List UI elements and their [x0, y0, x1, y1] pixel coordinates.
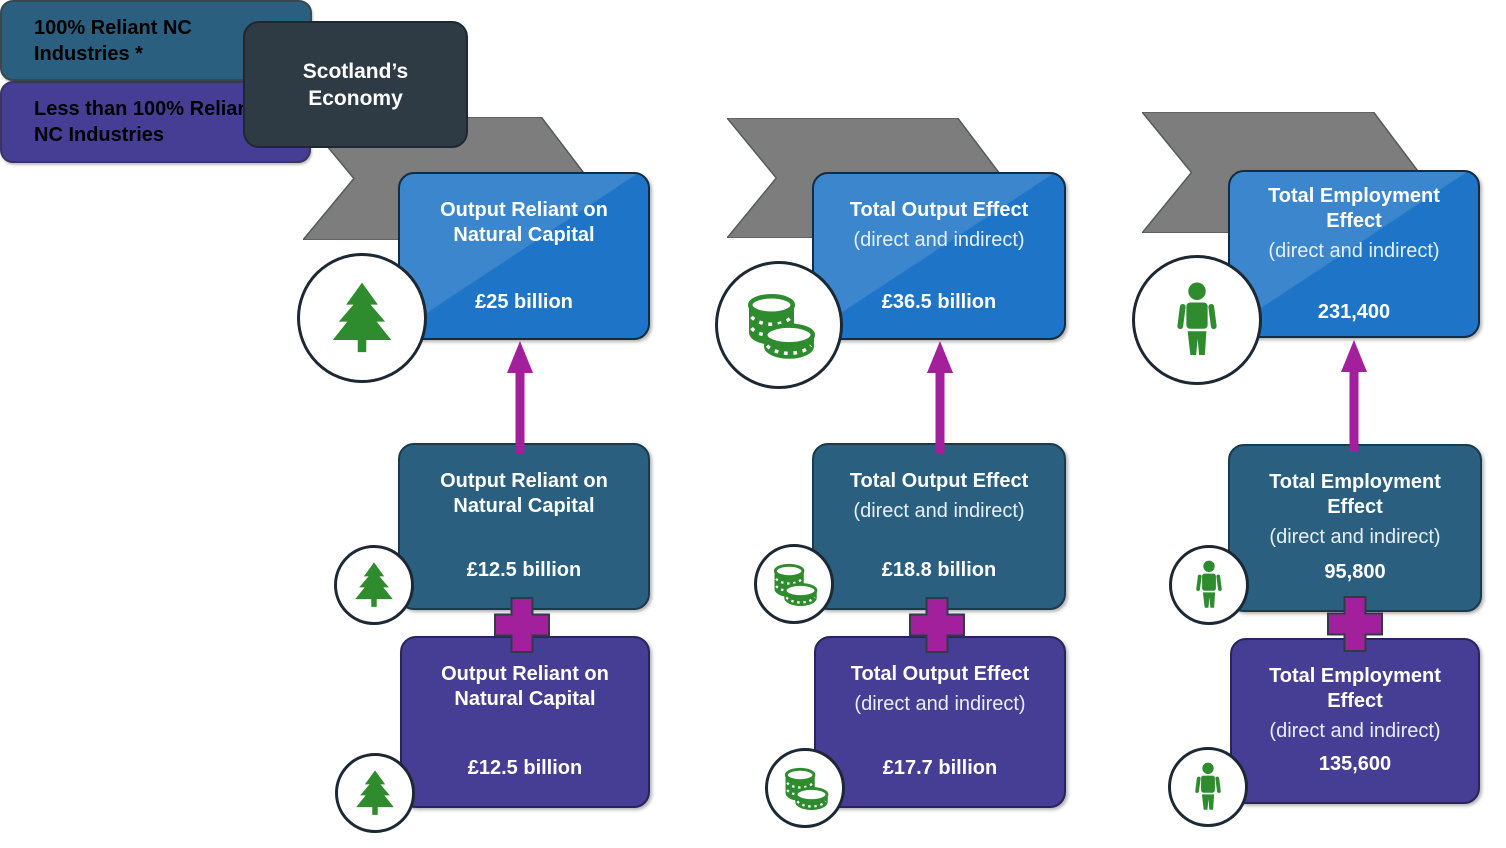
- tree-icon-circle-top: [297, 253, 427, 383]
- card-value: £25 billion: [475, 291, 573, 313]
- card-value: £12.5 billion: [467, 757, 583, 779]
- coins-icon: [779, 762, 831, 814]
- scotlands-economy-box: Scotland’s Economy: [243, 21, 468, 148]
- person-icon-circle-bottom: [1168, 747, 1248, 827]
- card-title: Output Reliant on Natural Capital: [441, 663, 609, 710]
- card-total-output-effect: Total Output Effect (direct and indirect…: [812, 172, 1066, 340]
- person-icon: [1183, 559, 1235, 611]
- card-100-reliant-output: Output Reliant on Natural Capital £12.5 …: [398, 443, 650, 610]
- up-arrow-output-effect: [927, 341, 953, 453]
- card-100-reliant-employment: Total Employment Effect (direct and indi…: [1228, 444, 1482, 612]
- card-100-reliant-output-effect: Total Output Effect (direct and indirect…: [812, 443, 1066, 610]
- card-value: £36.5 billion: [881, 291, 997, 313]
- card-subtitle: (direct and indirect): [853, 500, 1025, 522]
- legend-100-reliant-label: 100% Reliant NC Industries *: [34, 16, 192, 65]
- tree-icon: [323, 279, 401, 357]
- coins-icon: [739, 285, 819, 365]
- scotlands-economy-label: Scotland’s Economy: [302, 59, 409, 110]
- card-subtitle: (direct and indirect): [1268, 240, 1440, 262]
- card-value: 231,400: [1317, 301, 1391, 323]
- card-partial-reliant-employment: Total Employment Effect (direct and indi…: [1230, 638, 1480, 804]
- person-icon: [1182, 761, 1234, 813]
- tree-icon-circle-bottom: [335, 753, 415, 833]
- coins-icon-circle-top: [715, 261, 843, 389]
- card-subtitle: (direct and indirect): [1269, 526, 1441, 548]
- plus-sign-employment: [1327, 596, 1383, 652]
- card-partial-reliant-output-effect: Total Output Effect (direct and indirect…: [814, 636, 1066, 808]
- card-title: Output Reliant on Natural Capital: [440, 470, 608, 517]
- card-total-output-reliant: Output Reliant on Natural Capital £25 bi…: [398, 172, 650, 340]
- card-title: Total Output Effect: [849, 199, 1029, 221]
- card-title: Total Employment Effect: [1269, 665, 1441, 712]
- card-total-employment-effect: Total Employment Effect (direct and indi…: [1228, 170, 1480, 338]
- card-subtitle: (direct and indirect): [853, 229, 1025, 251]
- card-subtitle: (direct and indirect): [854, 693, 1026, 715]
- tree-icon: [349, 560, 399, 610]
- tree-icon-circle-middle: [334, 545, 414, 625]
- person-icon: [1157, 280, 1237, 360]
- card-value: £18.8 billion: [881, 559, 997, 581]
- up-arrow-output: [507, 341, 533, 453]
- card-value: 135,600: [1318, 753, 1392, 775]
- plus-sign-output-effect: [909, 597, 965, 653]
- person-icon-circle-middle: [1169, 545, 1249, 625]
- card-value: £17.7 billion: [882, 757, 998, 779]
- plus-sign-output: [494, 597, 550, 653]
- card-subtitle: (direct and indirect): [1269, 720, 1441, 742]
- coins-icon: [768, 558, 820, 610]
- card-title: Total Output Effect: [849, 470, 1029, 492]
- up-arrow-employment: [1341, 340, 1367, 452]
- card-title: Total Employment Effect: [1268, 185, 1440, 232]
- coins-icon-circle-middle: [754, 544, 834, 624]
- card-title: Total Employment Effect: [1269, 471, 1441, 518]
- card-value: 95,800: [1324, 561, 1386, 583]
- coins-icon-circle-bottom: [765, 748, 845, 828]
- card-value: £12.5 billion: [466, 559, 582, 581]
- card-partial-reliant-output: Output Reliant on Natural Capital £12.5 …: [400, 636, 650, 808]
- card-title: Total Output Effect: [850, 663, 1030, 685]
- tree-icon: [350, 768, 400, 818]
- legend-less-100-reliant-label: Less than 100% Reliant NC Industries: [34, 98, 257, 146]
- person-icon-circle-top: [1132, 255, 1262, 385]
- card-title: Output Reliant on Natural Capital: [440, 199, 608, 246]
